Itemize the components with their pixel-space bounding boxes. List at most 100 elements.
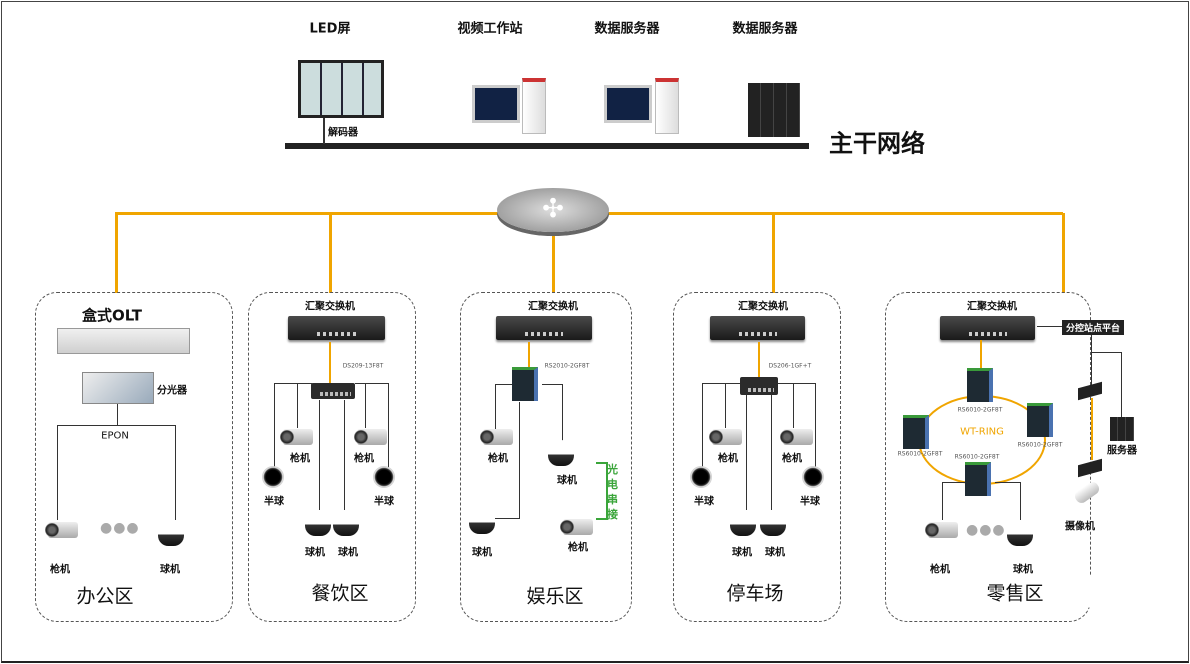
model-label: RS6010-2GF8T [957,406,1003,414]
epon-drop-left [57,425,58,520]
dome-camera-icon [305,510,331,536]
wire [942,482,943,520]
model-label: RS6010-2GF8T [1017,441,1063,449]
dome-camera-icon [333,510,359,536]
splitter-label: 分光器 [157,385,187,397]
half-dome-icon [802,466,824,488]
server-icon [1110,417,1134,441]
more-icon: ●●● [966,522,1006,538]
zone-name: 办公区 [62,579,148,611]
wire [365,383,366,428]
aggregation-switch [496,316,592,340]
aggregation-switch [940,316,1035,340]
workstation-label: 视频工作站 [457,21,523,37]
uplink [980,340,982,370]
camera-label: 球机 [338,547,358,559]
wire [793,383,794,428]
switch-label: 汇聚交换机 [967,301,1017,313]
workstation-monitor [472,85,520,123]
wire [1091,335,1092,385]
uplink [528,342,530,368]
zone-dining [248,292,416,622]
platform-label: 分控站点平台 [1062,320,1125,335]
gun-camera-icon [925,522,958,538]
ring-switch [965,462,991,496]
wire [344,400,345,510]
camera-label: 半球 [800,496,820,508]
wire [562,384,563,442]
link-office [115,213,118,293]
model-label: DS209-13F8T [342,362,384,370]
camera-label: 枪机 [354,453,374,465]
aggregation-switch [288,316,385,340]
zone-entertainment [460,292,632,622]
gun-camera-icon [480,429,513,445]
model-label: RS6010-2GF8T [897,450,943,458]
wire [702,383,703,468]
access-switch [311,383,355,399]
wire [771,395,772,510]
camera-label: 球机 [765,547,785,559]
switch-label: 汇聚交换机 [528,301,578,313]
camera-label: 枪机 [488,453,508,465]
dome-camera-icon [730,510,756,536]
wire [1020,482,1021,520]
dome-camera-icon [469,508,495,534]
link-retail [1062,213,1065,293]
switch-label: 汇聚交换机 [305,301,355,313]
fiber-serial-bracket [596,462,608,520]
half-dome-icon [262,466,284,488]
splitter-device [82,372,154,404]
zone-name: 娱乐区 [512,579,598,611]
wire [274,383,312,384]
aggregation-switch [710,316,805,340]
wire [702,383,740,384]
industrial-switch [512,367,538,401]
data-server-1-label: 数据服务器 [594,21,660,37]
dome-camera-icon [760,510,786,536]
wire [355,383,389,384]
wire [519,402,520,518]
decoder-link [323,118,325,144]
splitter-link [117,404,118,426]
half-dome-icon [690,466,712,488]
olt-device [57,328,190,354]
ring-switch [1027,403,1053,437]
wire [942,482,965,483]
wire [815,383,816,468]
wire [725,383,726,428]
model-label: RS6010-2GF8T [954,453,1000,461]
gun-camera-icon [560,519,593,535]
server-label: 服务器 [1107,445,1137,457]
decoder-label: 解码器 [328,127,358,139]
fiber-link [1091,398,1093,460]
ring-label: WT-RING [960,426,1004,438]
access-switch [740,377,778,395]
ring-switch [903,415,929,449]
wire [495,518,520,519]
server-1-tower [655,78,679,134]
led-label: LED屏 [309,21,351,37]
gun-camera-icon [280,429,313,445]
dome-camera-icon [158,520,184,546]
backbone-line [285,143,809,149]
core-switch-icon: ✣ [497,188,609,232]
camera-label: 半球 [264,496,284,508]
workstation-tower [522,78,546,134]
zone-office [35,292,233,622]
half-dome-icon [373,466,395,488]
wire [495,384,496,429]
wire [319,400,320,510]
epon-label: EPON [101,430,129,442]
zone-name: 餐饮区 [297,576,383,608]
dome-camera-icon [548,440,574,466]
ring-switch [967,368,993,402]
data-server-2-label: 数据服务器 [732,21,798,37]
wire [1121,352,1122,417]
uplink [758,342,760,378]
zone-name: 零售区 [926,576,1104,608]
gun-camera-icon [354,429,387,445]
camera-label: 球机 [472,547,492,559]
model-label: RS2010-2GF8T [544,362,590,370]
